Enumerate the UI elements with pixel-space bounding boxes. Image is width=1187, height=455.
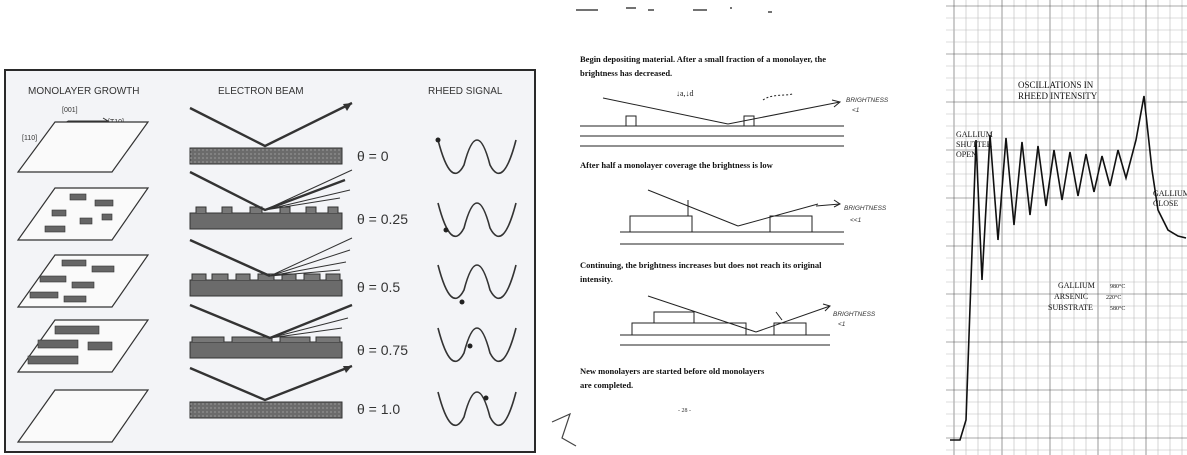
crystal-surface — [189, 279, 343, 297]
electron-beam — [189, 101, 353, 148]
rheed-signal-curve — [437, 202, 517, 238]
row-theta-075: θ = 0.75 — [16, 303, 517, 373]
theta-label: θ = 1.0 — [357, 401, 400, 417]
monolayer-growth-figure: MONOLAYER GROWTH ELECTRON BEAM RHEED SIG… — [0, 0, 540, 455]
header-rheed-signal: RHEED SIGNAL — [428, 86, 503, 97]
signal-marker — [435, 137, 441, 143]
electron-beam — [189, 364, 353, 402]
corner-scribble — [551, 412, 577, 447]
paragraph-4: New monolayers are started before old mo… — [580, 366, 766, 390]
header-electron-beam: ELECTRON BEAM — [218, 86, 304, 97]
rheed-signal-curve — [437, 264, 517, 300]
temp-name: SUBSTRATE — [1048, 303, 1093, 312]
theta-label: θ = 0.25 — [357, 211, 408, 227]
handwritten-brightness-2: BRIGHTNESS<<1 — [844, 205, 887, 224]
temp-value: 220°C — [1106, 294, 1121, 301]
signal-marker — [483, 395, 489, 401]
substrate-plate — [16, 389, 150, 443]
row-theta-0: θ = 0 — [16, 101, 517, 175]
crystal-surface — [189, 147, 343, 165]
crystal-surface — [189, 341, 343, 359]
island-clusters — [29, 259, 115, 303]
sketch-small-fraction — [580, 93, 844, 147]
island-clusters — [44, 193, 114, 233]
temp-name: ARSENIC — [1054, 292, 1088, 301]
handwritten-brightness-3: BRIGHTNESS<1 — [833, 311, 876, 328]
signal-marker — [467, 343, 473, 349]
scan-artifact — [576, 7, 772, 13]
axis-label-001: [001] — [62, 107, 78, 114]
header-monolayer-growth: MONOLAYER GROWTH — [28, 86, 139, 97]
theta-label: θ = 0.75 — [357, 342, 408, 358]
paragraph-1: Begin depositing material. After a small… — [580, 54, 828, 78]
paragraph-2: After half a monolayer coverage the brig… — [580, 160, 774, 170]
paragraph-3: Continuing, the brightness increases but… — [580, 260, 824, 284]
signal-marker — [443, 227, 449, 233]
row-theta-025: θ = 0.25 — [16, 169, 517, 241]
axis-label-110: [110] — [22, 135, 37, 142]
handwritten-mark: ↓a,↓d — [676, 89, 694, 98]
crystal-surface — [189, 212, 343, 230]
crystal-surface — [189, 401, 343, 419]
rheed-intensity-trace — [950, 95, 1187, 441]
row-theta-1: θ = 1.0 — [16, 364, 517, 443]
temp-value: 580°C — [1110, 305, 1125, 312]
sketch-continuing — [620, 295, 831, 346]
temp-value: 980°C — [1110, 283, 1125, 290]
lecture-notes-page: Begin depositing material. After a small… — [548, 0, 940, 455]
temp-name: GALLIUM — [1058, 281, 1095, 290]
rheed-signal-curve — [437, 139, 517, 175]
island-clusters — [27, 325, 113, 365]
handwritten-brightness-1: BRIGHTNESS<1 — [846, 97, 889, 114]
rheed-signal-curve — [437, 327, 517, 363]
electron-beam — [189, 238, 271, 278]
temperature-legend: GALLIUM 980°C ARSENIC 220°C SUBSTRATE 58… — [1048, 281, 1125, 312]
signal-marker — [459, 299, 465, 305]
row-theta-05: θ = 0.5 — [16, 237, 517, 308]
sketch-half-monolayer — [620, 189, 844, 245]
page-number: - 28 - — [678, 408, 691, 414]
theta-label: θ = 0 — [357, 148, 389, 164]
substrate-plate — [16, 121, 150, 173]
theta-label: θ = 0.5 — [357, 279, 400, 295]
rheed-signal-curve — [437, 391, 517, 427]
